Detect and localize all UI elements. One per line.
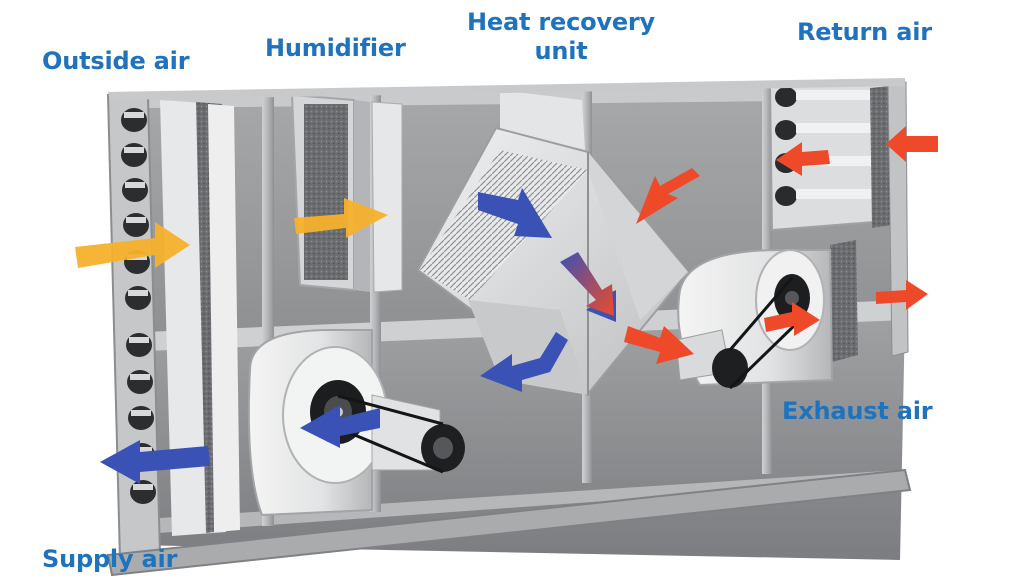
return-air-label: Return air (797, 18, 932, 46)
return-air-arrow (636, 126, 938, 224)
humidifier-pad (290, 93, 403, 293)
heat-recovery-label-line1: Heat recovery (466, 8, 656, 36)
exhaust-air-label: Exhaust air (782, 397, 933, 425)
filter-panel (160, 100, 240, 536)
mixed-air-arrow (560, 252, 614, 316)
heat-recovery-label-line2: unit (534, 37, 588, 65)
exhaust-air-arrow (624, 280, 928, 364)
outside-air-label: Outside air (42, 47, 190, 75)
outside-air-arrow (75, 222, 190, 268)
housing-front-frame (106, 78, 912, 577)
humidifier-label: Humidifier (265, 34, 406, 62)
humidifier-inlet-arrow (294, 198, 388, 238)
return-air-damper (768, 80, 909, 362)
supply-air-label: Supply air (42, 545, 178, 573)
heat-recovery-unit-label: Heat recovery unit (466, 8, 656, 66)
